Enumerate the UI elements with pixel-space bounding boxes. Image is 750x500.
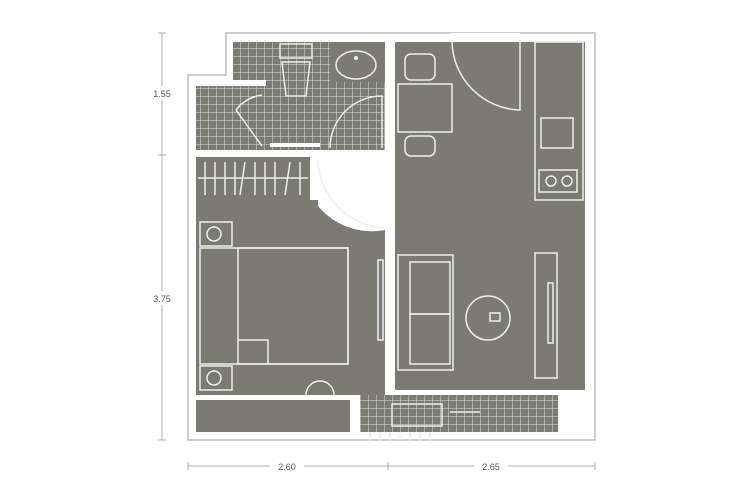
sink-icon [335,50,377,80]
window-bedroom [377,259,384,341]
bedroom-door-icon [317,159,386,229]
bathroom [196,42,385,150]
nightstand-bottom [199,365,233,391]
dimension-label-left-upper: 1.55 [153,89,171,99]
balcony [360,395,558,442]
nightstand-top [199,221,233,247]
sofa [397,254,454,371]
shower-door [235,94,263,147]
living-room [395,33,585,390]
dimension-label-left-lower: 3.75 [153,294,171,304]
bedroom [196,159,386,432]
bathroom-door-icon [329,95,383,149]
toilet-icon [279,43,313,97]
kitchen-sink [540,117,574,149]
dimension-lines [158,32,596,470]
wardrobe [196,157,310,200]
dimension-label-bottom-right: 2.65 [482,462,500,472]
dimension-label-bottom-left: 2.60 [278,462,296,472]
dining-table [397,83,453,133]
kitchen-counter [534,41,584,201]
stove-icon [538,169,578,193]
tv-cabinet [534,252,558,379]
entrance-door-icon [451,41,521,111]
coffee-table [465,295,511,341]
